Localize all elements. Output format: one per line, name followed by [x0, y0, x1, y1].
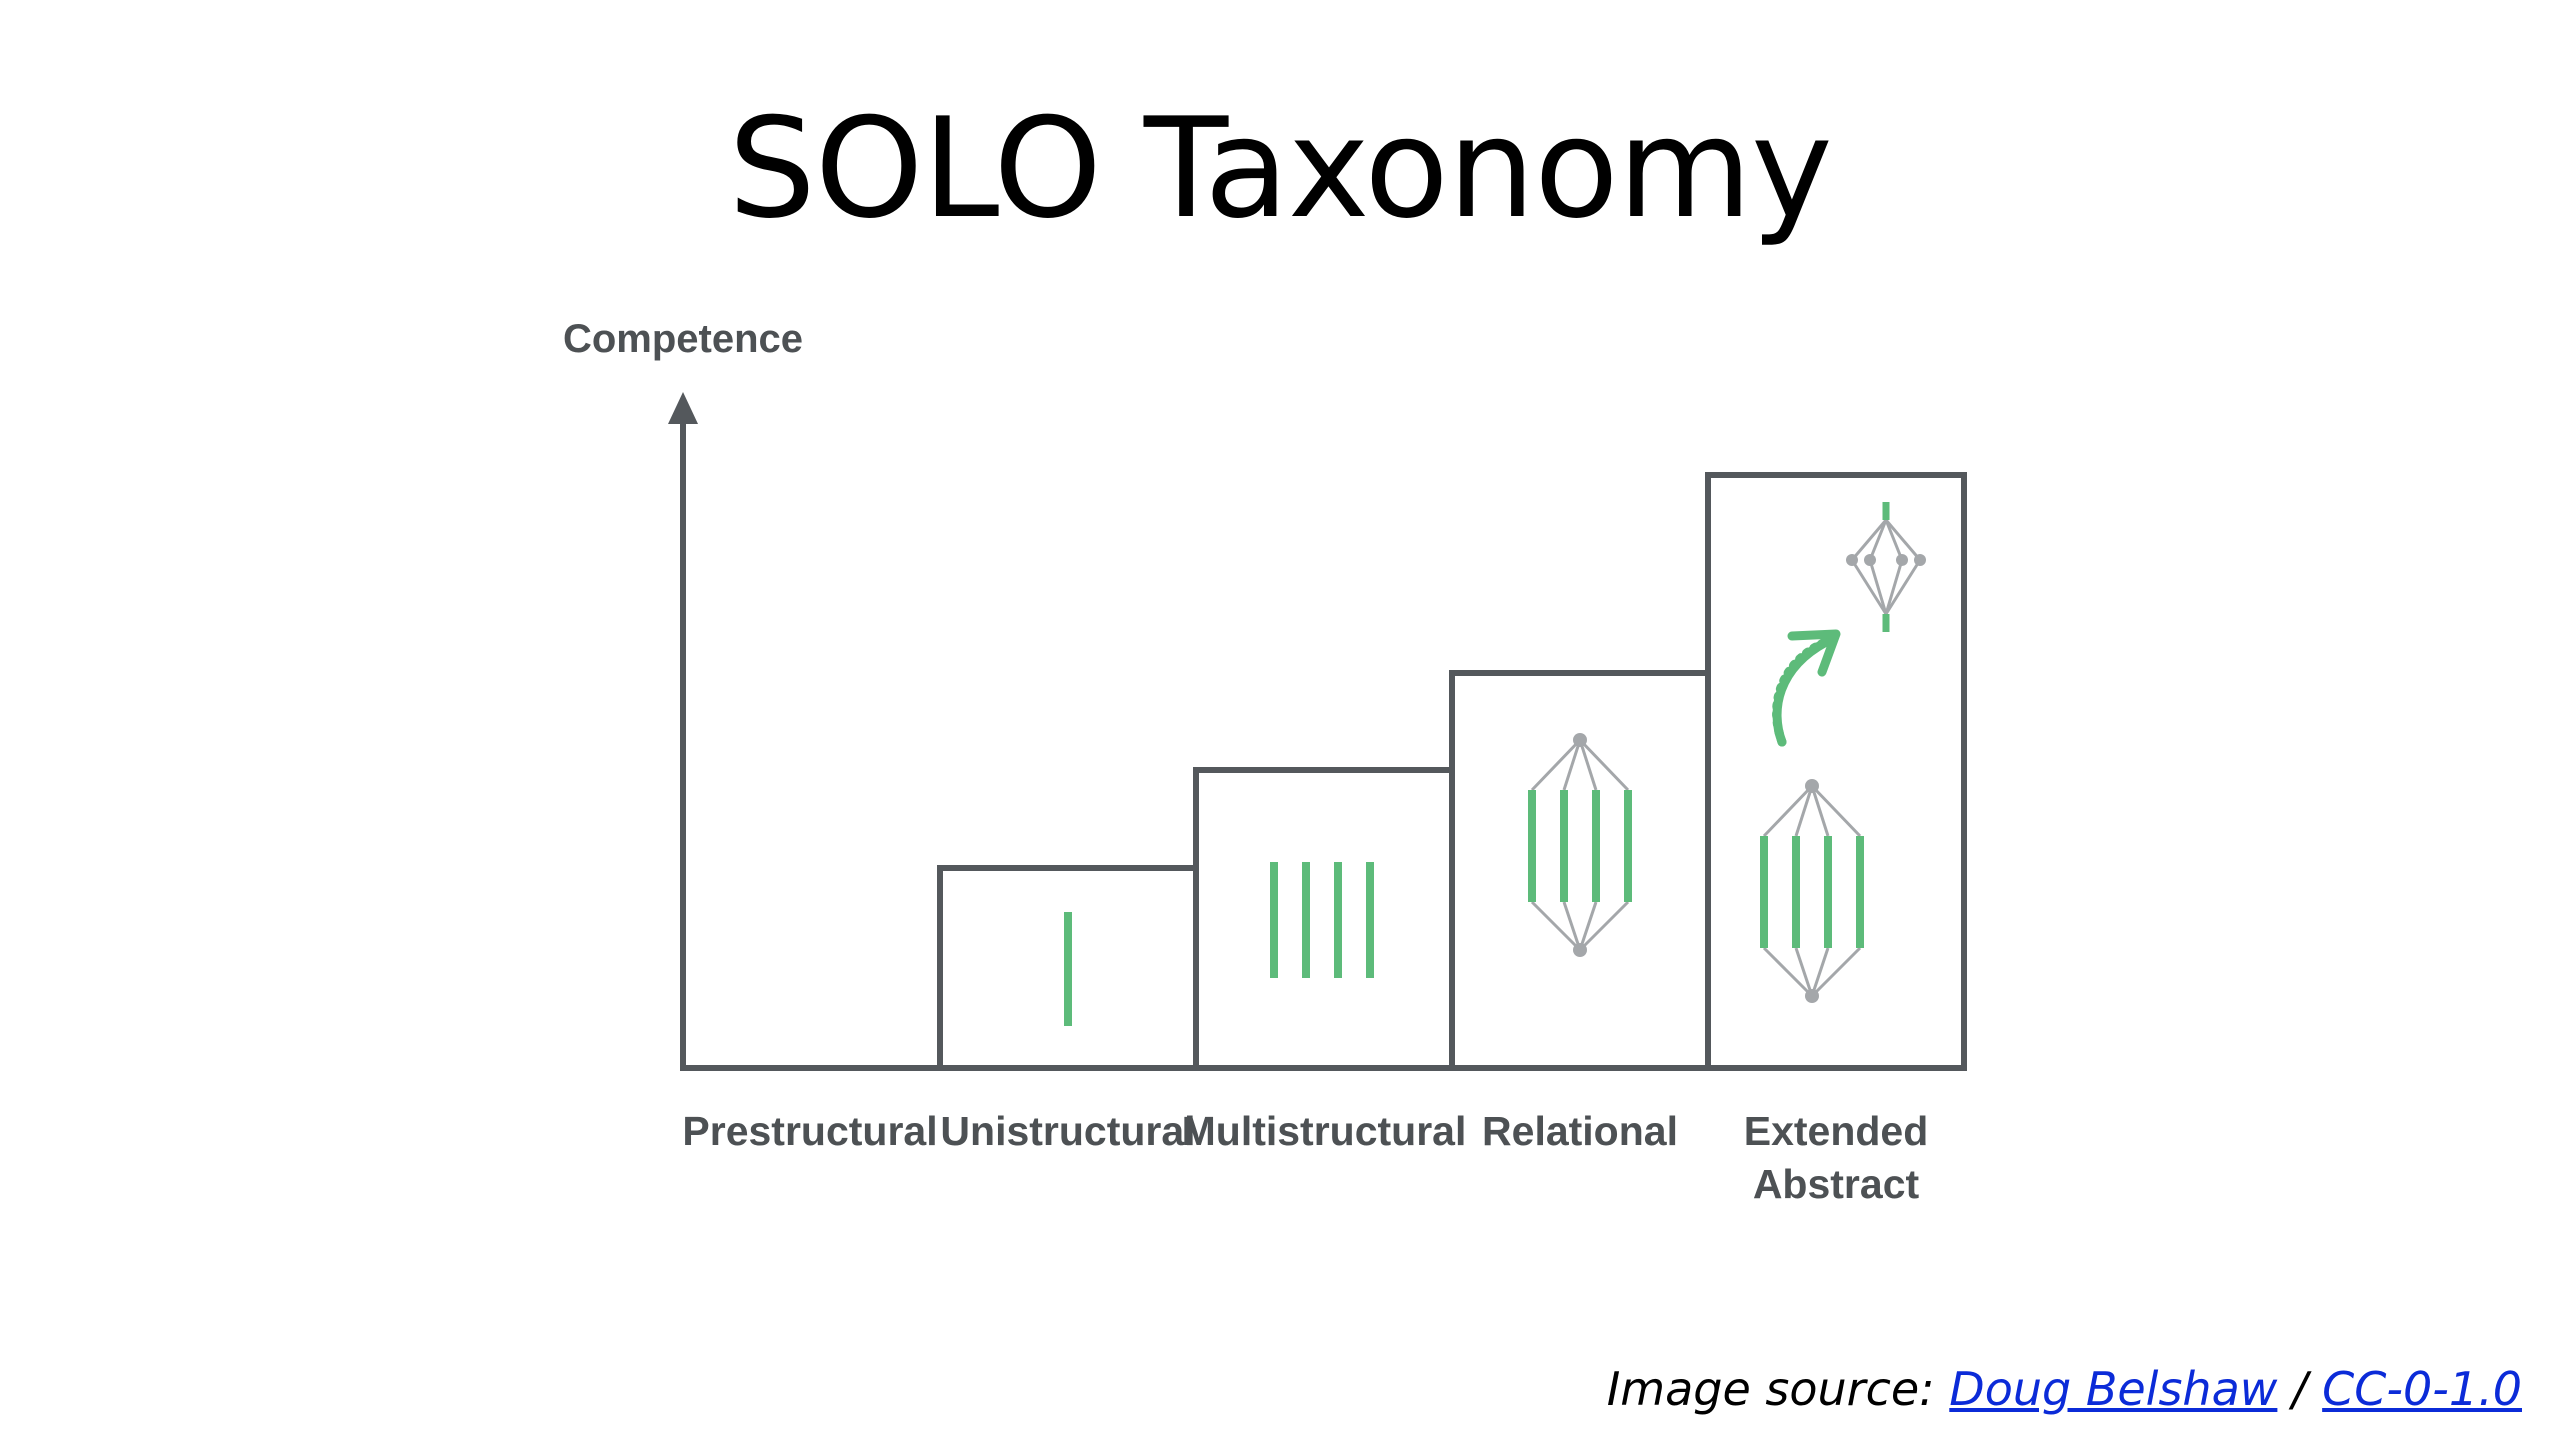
y-axis-label: Competence — [563, 317, 803, 361]
level-label-unistructural: Unistructural — [940, 1108, 1195, 1154]
level-label-relational: Relational — [1482, 1108, 1678, 1154]
step-relational — [1449, 670, 1711, 1071]
step-multistructural — [1193, 767, 1455, 1071]
level-label-abstract: Abstract — [1753, 1161, 1920, 1207]
source-separator: / — [2277, 1362, 2323, 1416]
source-prefix: Image source: — [1606, 1362, 1950, 1416]
level-label-multistructural: Multistructural — [1182, 1108, 1467, 1154]
step-extended-abstract — [1705, 472, 1967, 1071]
image-source-note: Image source: Doug Belshaw / CC-0-1.0 — [1607, 1362, 2522, 1416]
abstract-structure-icon — [1846, 502, 1926, 632]
relational-structure — [1528, 733, 1632, 957]
slide-title: SOLO Taxonomy — [728, 88, 1833, 249]
level-label-extended: Extended — [1744, 1108, 1929, 1154]
curved-arrow-icon — [1772, 629, 1841, 747]
license-link[interactable]: CC-0-1.0 — [2322, 1362, 2522, 1416]
author-link[interactable]: Doug Belshaw — [1949, 1362, 2278, 1416]
y-axis-arrow — [668, 392, 698, 1068]
level-label-prestructural: Prestructural — [682, 1108, 937, 1154]
extended-abstract-structure — [1760, 779, 1864, 1003]
multistructural-bars — [1270, 862, 1374, 978]
